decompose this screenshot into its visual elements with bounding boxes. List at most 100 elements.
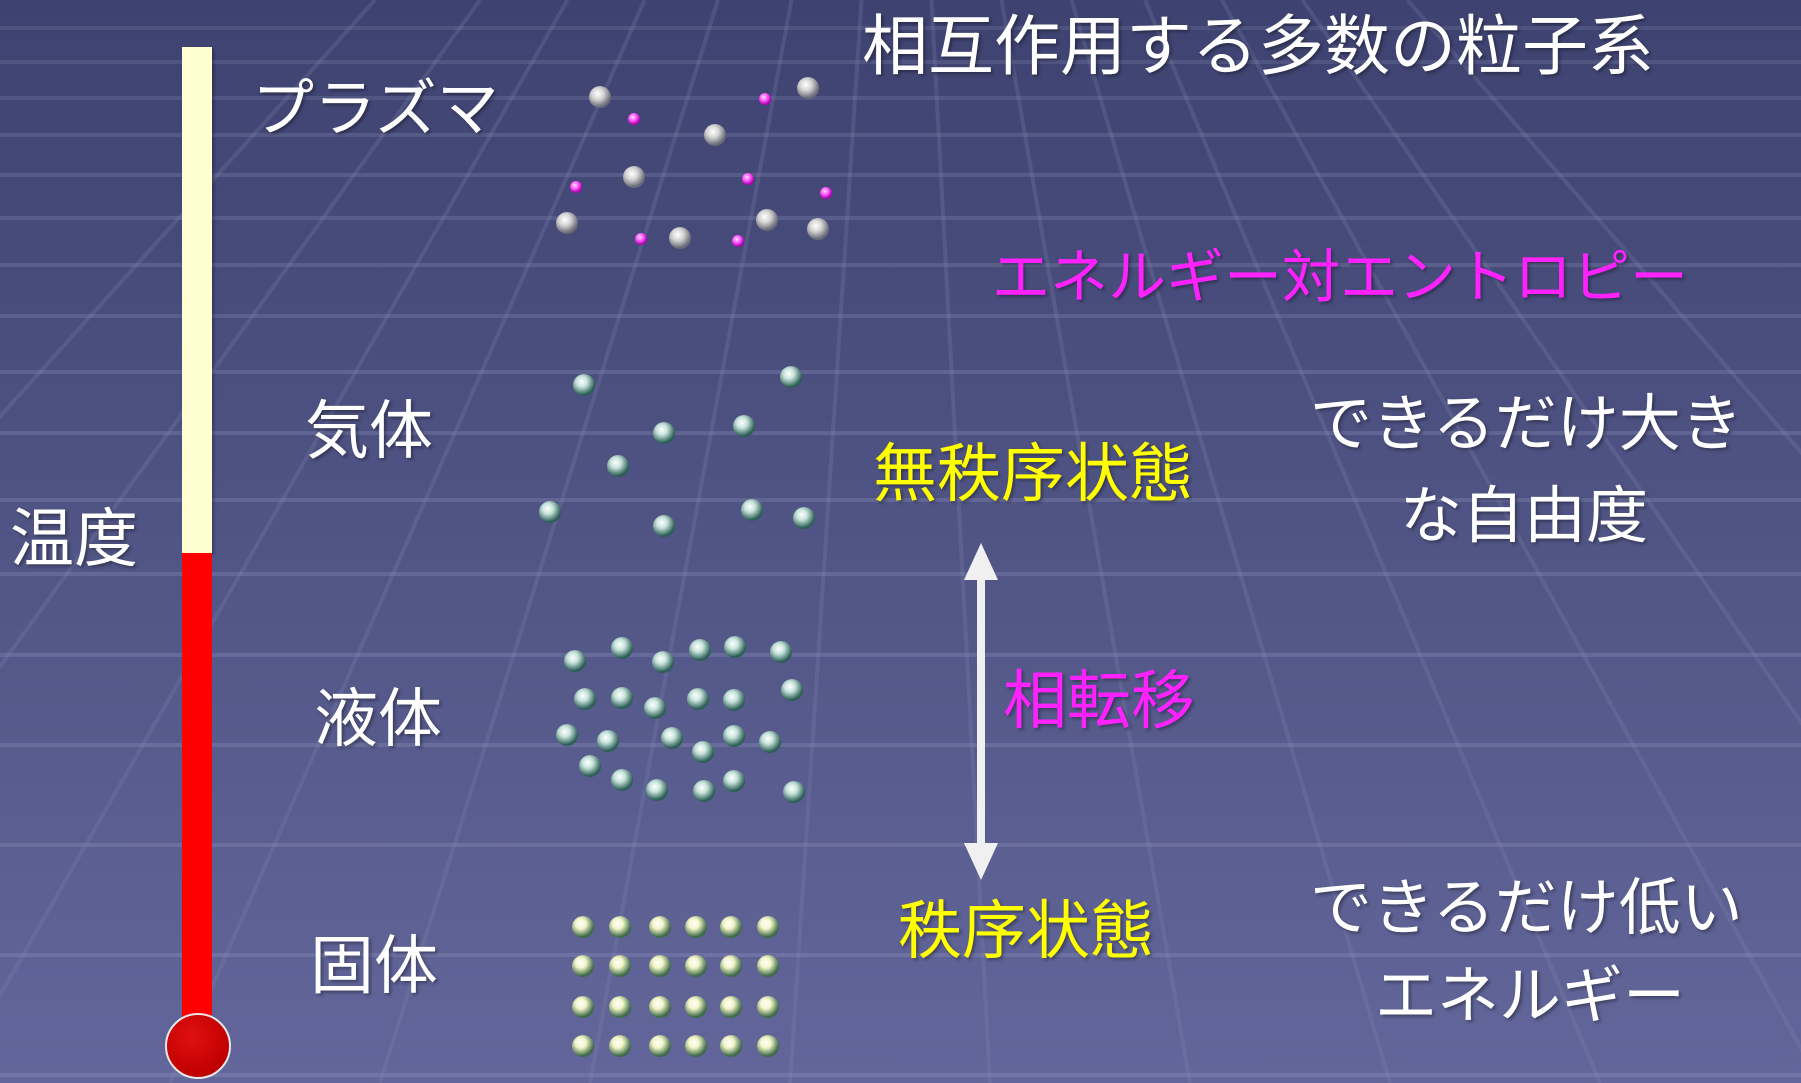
grid-line bbox=[168, 0, 647, 1083]
plasma-electron bbox=[628, 113, 640, 125]
plasma-ion bbox=[807, 218, 829, 240]
entropy-note-line-2: な自由度 bbox=[1400, 479, 1649, 552]
disordered-state-label: 無秩序状態 bbox=[873, 438, 1193, 512]
liquid-molecule bbox=[723, 689, 745, 711]
solid-molecule bbox=[572, 1035, 594, 1057]
entropy-note-line-1: できるだけ大き bbox=[1310, 387, 1743, 460]
plasma-ion bbox=[704, 124, 726, 146]
liquid-molecule bbox=[652, 651, 674, 673]
grid-line bbox=[788, 0, 864, 1083]
gas-molecule bbox=[733, 415, 755, 437]
solid-molecule bbox=[609, 916, 631, 938]
grid-line bbox=[0, 0, 377, 420]
solid-molecule bbox=[757, 916, 779, 938]
liquid-molecule bbox=[693, 780, 715, 802]
solid-molecule bbox=[757, 996, 779, 1018]
gas-molecule bbox=[793, 507, 815, 529]
solid-molecule bbox=[720, 996, 742, 1018]
plasma-electron bbox=[742, 173, 754, 185]
plasma-ion bbox=[589, 86, 611, 108]
plasma-ion bbox=[797, 77, 819, 99]
liquid-molecule bbox=[564, 650, 586, 672]
energy-note-line-1: できるだけ低い bbox=[1310, 871, 1743, 944]
solid-molecule bbox=[572, 996, 594, 1018]
thermometer-bulb bbox=[165, 1013, 231, 1079]
state-label-plasma: プラズマ bbox=[252, 72, 499, 145]
phase-transition-label: 相転移 bbox=[1003, 665, 1195, 739]
liquid-molecule bbox=[770, 641, 792, 663]
gas-molecule bbox=[780, 366, 802, 388]
plasma-ion bbox=[669, 227, 691, 249]
solid-molecule bbox=[572, 916, 594, 938]
solid-molecule bbox=[609, 996, 631, 1018]
plasma-electron bbox=[635, 233, 647, 245]
liquid-molecule bbox=[556, 724, 578, 746]
liquid-molecule bbox=[781, 679, 803, 701]
solid-molecule bbox=[609, 955, 631, 977]
gas-molecule bbox=[607, 455, 629, 477]
subtitle: エネルギー対エントロピー bbox=[992, 243, 1689, 311]
solid-molecule bbox=[649, 1035, 671, 1057]
grid-line bbox=[0, 0, 570, 1000]
solid-molecule bbox=[685, 916, 707, 938]
thermometer-cool-section bbox=[182, 47, 212, 553]
solid-molecule bbox=[720, 916, 742, 938]
solid-molecule bbox=[649, 916, 671, 938]
plasma-ion bbox=[756, 209, 778, 231]
liquid-molecule bbox=[611, 687, 633, 709]
solid-molecule bbox=[757, 1035, 779, 1057]
liquid-molecule bbox=[661, 727, 683, 749]
grid-line bbox=[999, 0, 1192, 1083]
liquid-molecule bbox=[644, 697, 666, 719]
liquid-molecule bbox=[574, 688, 596, 710]
grid-line bbox=[1300, 0, 1801, 726]
liquid-molecule bbox=[611, 769, 633, 791]
state-label-solid: 固体 bbox=[310, 930, 438, 1004]
liquid-molecule bbox=[646, 779, 668, 801]
solid-molecule bbox=[649, 996, 671, 1018]
solid-molecule bbox=[609, 1035, 631, 1057]
gas-molecule bbox=[653, 422, 675, 444]
liquid-molecule bbox=[579, 755, 601, 777]
liquid-molecule bbox=[783, 781, 805, 803]
grid-line bbox=[929, 0, 992, 1083]
ordered-state-label: 秩序状態 bbox=[898, 895, 1154, 969]
grid-line bbox=[1405, 0, 1801, 456]
solid-molecule bbox=[685, 955, 707, 977]
solid-molecule bbox=[757, 955, 779, 977]
liquid-molecule bbox=[611, 637, 633, 659]
gas-molecule bbox=[539, 501, 561, 523]
plasma-electron bbox=[759, 93, 771, 105]
plasma-electron bbox=[570, 181, 582, 193]
state-label-liquid: 液体 bbox=[314, 683, 442, 757]
gas-molecule bbox=[741, 499, 763, 521]
liquid-molecule bbox=[687, 688, 709, 710]
grid-line bbox=[588, 0, 794, 1083]
plasma-ion bbox=[556, 212, 578, 234]
liquid-molecule bbox=[723, 770, 745, 792]
plasma-electron bbox=[820, 187, 832, 199]
grid-line bbox=[1069, 0, 1392, 1083]
gas-molecule bbox=[573, 374, 595, 396]
state-label-gas: 気体 bbox=[305, 395, 433, 469]
slide-title: 相互作用する多数の粒子系 bbox=[862, 8, 1654, 85]
solid-molecule bbox=[720, 955, 742, 977]
grid-line bbox=[1220, 0, 1801, 1053]
thermometer-hot-section bbox=[182, 553, 212, 1033]
grid-line bbox=[0, 0, 482, 670]
grid-line bbox=[1143, 0, 1602, 1083]
plasma-ion bbox=[623, 166, 645, 188]
solid-molecule bbox=[572, 955, 594, 977]
liquid-molecule bbox=[689, 639, 711, 661]
solid-molecule bbox=[649, 955, 671, 977]
solid-molecule bbox=[720, 1035, 742, 1057]
grid-line bbox=[378, 0, 720, 1083]
liquid-molecule bbox=[723, 725, 745, 747]
liquid-molecule bbox=[597, 730, 619, 752]
temperature-label: 温度 bbox=[10, 503, 138, 577]
liquid-molecule bbox=[759, 731, 781, 753]
